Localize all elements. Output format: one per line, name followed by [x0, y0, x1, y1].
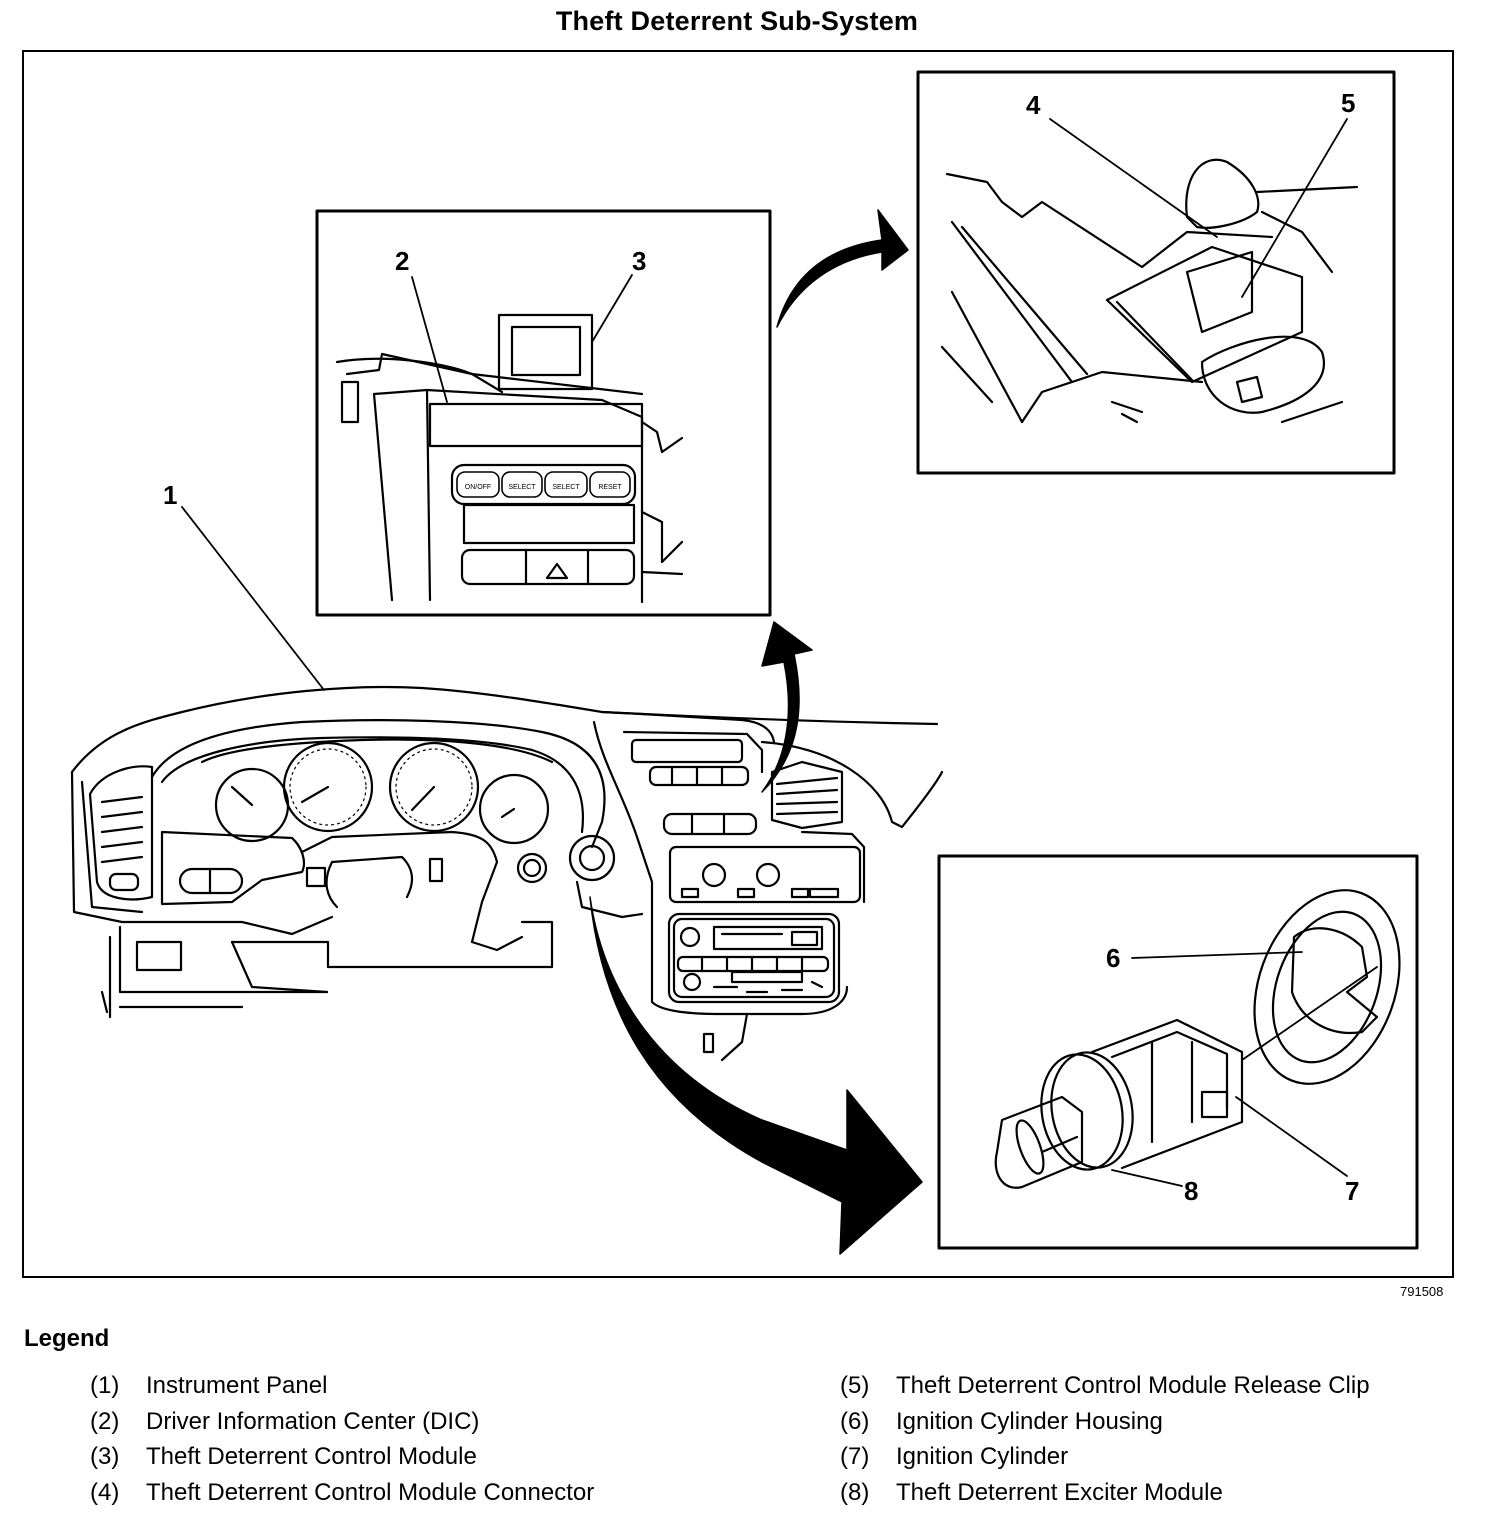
legend-number: (2) [90, 1407, 120, 1435]
callout-3: 3 [632, 246, 646, 276]
leader-lines [181, 118, 1378, 1187]
legend-label: Theft Deterrent Exciter Module [896, 1478, 1223, 1506]
legend-item: (2) Driver Information Center (DIC) [90, 1408, 594, 1444]
theft-deterrent-illustration: ON/OFF SELECT SELECT RESET [70, 70, 1419, 1255]
inset-dic-frame [315, 209, 772, 617]
legend-label: Instrument Panel [146, 1372, 328, 1399]
legend-item: (8) Theft Deterrent Exciter Module [840, 1479, 1370, 1515]
diagram-title: Theft Deterrent Sub-System [555, 6, 919, 36]
figure-frame: ON/OFF SELECT SELECT RESET [22, 50, 1454, 1278]
dic-module-drawing: ON/OFF SELECT SELECT RESET [335, 313, 684, 604]
legend-number: (3) [90, 1443, 120, 1470]
callout-5: 5 [1341, 88, 1355, 118]
legend-item: (1) Instrument Panel [90, 1372, 594, 1408]
dic-button-label: RESET [598, 484, 622, 491]
callout-7: 7 [1345, 1176, 1359, 1206]
connector-drawing [940, 158, 1359, 424]
legend-label: Theft Deterrent Control Module Connector [146, 1478, 595, 1506]
arrow-to-ignition-inset [589, 896, 923, 1255]
legend-item: (6) Ignition Cylinder Housing [840, 1408, 1370, 1444]
arrow-to-connector-inset [776, 209, 909, 328]
ignition-drawing [994, 889, 1401, 1189]
legend-label: Theft Deterrent Control Module [146, 1443, 477, 1470]
legend-column-left: (1) Instrument Panel (2) Driver Informatio… [90, 1372, 594, 1514]
legend-number: (4) [90, 1478, 120, 1506]
callout-8: 8 [1184, 1176, 1198, 1206]
legend-label: Theft Deterrent Control Module Release C… [896, 1372, 1370, 1399]
legend-number: (7) [840, 1443, 870, 1470]
dic-button-label: SELECT [508, 484, 536, 491]
dic-button-label: ON/OFF [465, 484, 491, 491]
inset-ignition-frame [937, 854, 1419, 1250]
legend-number: (8) [840, 1478, 870, 1506]
callout-6: 6 [1106, 943, 1120, 973]
figure-id: 791508 [1400, 1284, 1444, 1299]
legend-heading: Legend [24, 1325, 110, 1352]
legend-item: (4) Theft Deterrent Control Module Connec… [90, 1479, 594, 1515]
legend-item: (5) Theft Deterrent Control Module Releas… [840, 1372, 1370, 1408]
legend-item: (3) Theft Deterrent Control Module [90, 1443, 594, 1479]
legend-number: (6) [840, 1407, 870, 1435]
legend-number: (1) [90, 1372, 120, 1399]
direction-arrows [589, 209, 923, 1255]
callout-2: 2 [395, 246, 409, 276]
legend-number: (5) [840, 1372, 870, 1399]
callout-1: 1 [163, 480, 177, 510]
legend-column-right: (5) Theft Deterrent Control Module Releas… [840, 1372, 1370, 1514]
inset-connector-frame [916, 70, 1396, 475]
legend-label: Ignition Cylinder Housing [896, 1407, 1163, 1435]
legend-label: Ignition Cylinder [896, 1443, 1069, 1470]
legend-label: Driver Information Center (DIC) [146, 1407, 480, 1435]
legend-item: (7) Ignition Cylinder [840, 1443, 1370, 1479]
callout-4: 4 [1026, 90, 1041, 120]
dic-button-label: SELECT [552, 484, 580, 491]
arrow-to-dic-inset [761, 621, 813, 793]
instrument-panel-drawing [70, 685, 944, 1062]
